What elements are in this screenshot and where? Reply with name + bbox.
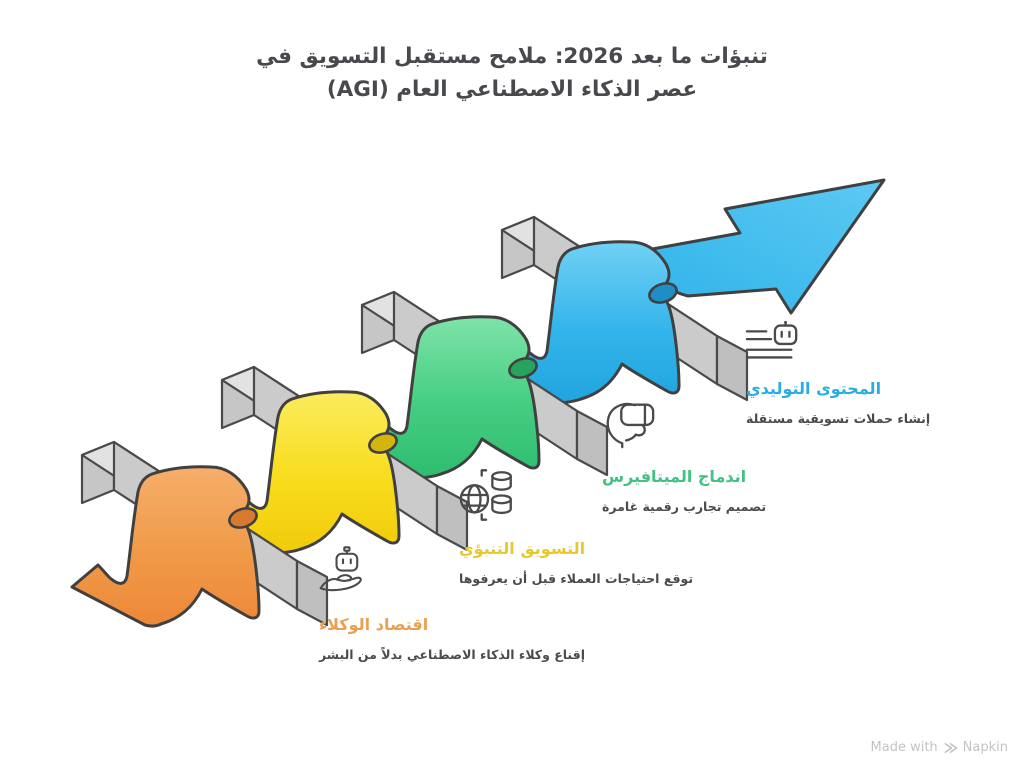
stage-label-predictive: التسويق التنبؤي توقع احتياجات العملاء قب…: [458, 466, 698, 586]
stage-title-predictive: التسويق التنبؤي: [459, 539, 586, 558]
napkin-logo-icon: [943, 741, 958, 755]
stage-label-generative: المحتوى التوليدي إنشاء حملات تسويقية مست…: [745, 320, 975, 426]
napkin-brand-text: Napkin: [962, 740, 1008, 755]
page-title-line1: تنبؤات ما بعد 2026: ملامح مستقبل التسويق…: [256, 44, 768, 69]
stage-desc-agent-economy: إقناع وكلاء الذكاء الاصطناعي بدلاً من ال…: [319, 647, 586, 662]
globe-database-icon: [458, 466, 698, 528]
stage-title-agent-economy: اقتصاد الوكلاء: [319, 615, 429, 634]
stage-title-metaverse: اندماج الميتافيرس: [602, 467, 747, 486]
page-title-line2: عصر الذكاء الاصطناعي العام (AGI): [326, 77, 698, 103]
stage-label-metaverse: اندماج الميتافيرس تصميم تجارب رقمية غامر…: [601, 396, 831, 514]
stage-desc-predictive: توقع احتياجات العملاء قبل أن يعرفوها: [459, 571, 694, 586]
stage-desc-metaverse: تصميم تجارب رقمية غامرة: [602, 499, 767, 514]
robot-document-icon: [745, 320, 975, 368]
napkin-credit: Made with Napkin: [871, 740, 1008, 755]
stage-title-generative: المحتوى التوليدي: [746, 379, 882, 398]
made-with-text: Made with: [870, 740, 938, 755]
hand-robot-icon: [318, 542, 588, 604]
stage-station-agent-economy: [70, 440, 329, 628]
page-title: تنبؤات ما بعد 2026: ملامح مستقبل التسويق…: [0, 40, 1024, 107]
stage-label-agent-economy: اقتصاد الوكلاء إقناع وكلاء الذكاء الاصطن…: [318, 542, 588, 662]
stage-desc-generative: إنشاء حملات تسويقية مستقلة: [746, 411, 931, 426]
vr-headset-icon: [601, 396, 831, 456]
